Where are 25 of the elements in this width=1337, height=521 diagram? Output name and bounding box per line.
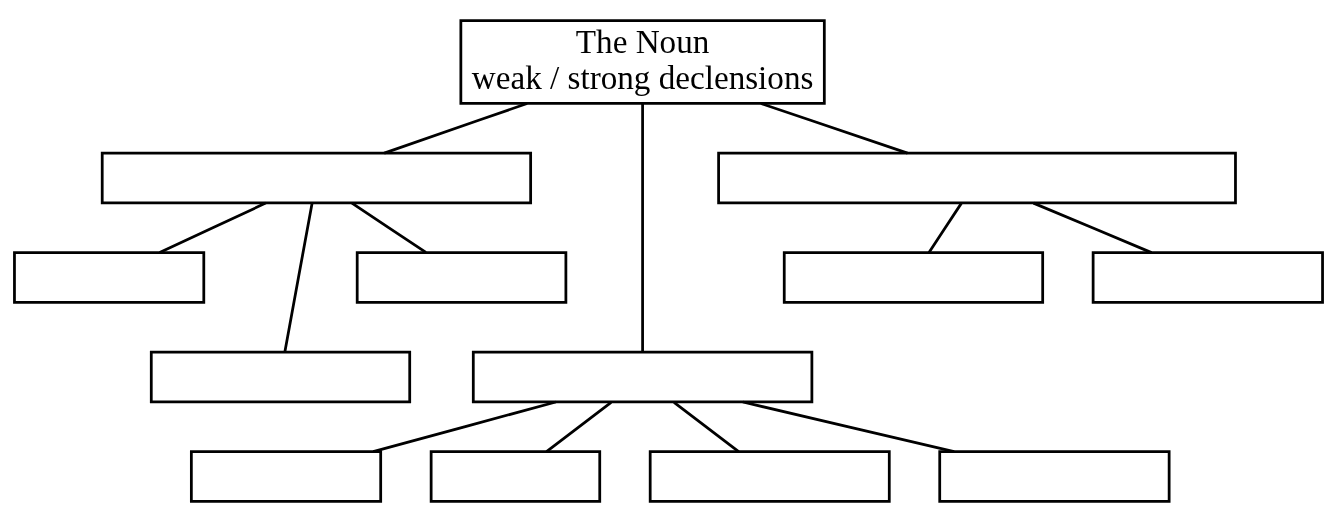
node-box [355, 250, 568, 304]
node-box [782, 250, 1045, 304]
node-box [1091, 250, 1324, 304]
node-box [149, 350, 412, 403]
connector [742, 400, 955, 453]
node-box [190, 449, 383, 503]
connector [760, 101, 908, 154]
connector [1032, 201, 1153, 254]
connector [283, 202, 314, 352]
connector [383, 101, 528, 154]
node-box: The Noun weak / strong declensions [459, 18, 826, 105]
connector [927, 202, 963, 253]
node-box [471, 350, 814, 403]
connector [673, 400, 740, 453]
connector [641, 103, 644, 352]
node-box [429, 449, 602, 503]
node-box [938, 449, 1171, 503]
node-box [648, 449, 891, 503]
node-box [13, 250, 206, 304]
connector [351, 201, 427, 254]
connector [372, 400, 557, 453]
connector [545, 400, 612, 453]
node-box [100, 151, 532, 204]
node-box [717, 151, 1237, 204]
connector [159, 201, 267, 254]
